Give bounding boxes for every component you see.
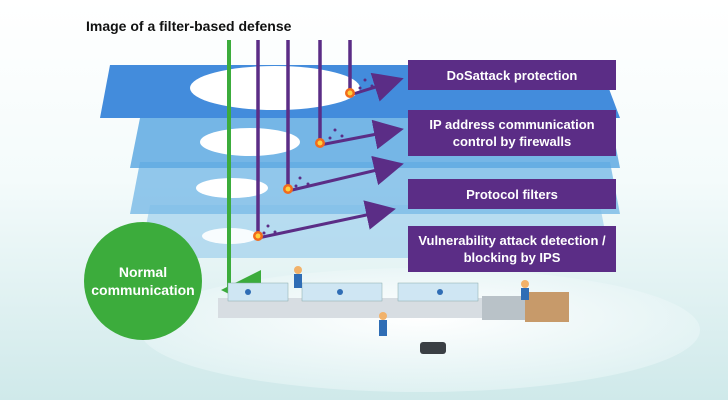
deflect-arrow-protocol	[287, 155, 404, 193]
layer-label-firewall: IP address communication control by fire…	[408, 110, 616, 156]
debris-dots	[262, 78, 374, 235]
deflect-arrow-firewall	[319, 119, 404, 150]
deflect-arrow-dos	[349, 72, 404, 102]
layer-label-ips: Vulnerability attack detection / blockin…	[408, 226, 616, 272]
impact-burst-icons	[253, 88, 355, 241]
normal-communication-badge: Normal communication	[84, 222, 202, 340]
layer-label-dos: DoSattack protection	[408, 60, 616, 90]
deflect-arrow-ips	[257, 200, 396, 240]
diagram-title: Image of a filter-based defense	[86, 18, 292, 34]
layer-label-protocol: Protocol filters	[408, 179, 616, 209]
factory-line-illustration	[218, 266, 569, 354]
